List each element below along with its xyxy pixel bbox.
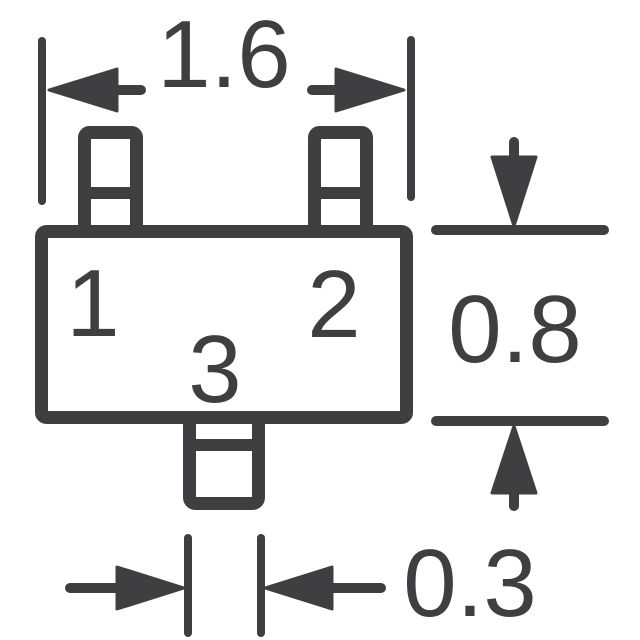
pin1-number-label: 1: [66, 250, 119, 357]
dim-width-label: 1.6: [157, 1, 290, 108]
dim-height-label: 0.8: [448, 276, 581, 383]
pin2-number-label: 2: [307, 251, 360, 358]
arrow-down-icon: [490, 155, 538, 228]
pin1-lead-outline: [78, 126, 143, 238]
pin3-lead-outline: [183, 411, 265, 510]
pin3-number-label: 3: [188, 316, 241, 423]
package-body-outline: [35, 225, 413, 424]
arrow-left-icon: [47, 67, 119, 113]
arrow-left-inward-icon: [263, 565, 334, 611]
arrow-up-icon: [490, 424, 538, 495]
pin2-lead-outline: [308, 126, 373, 238]
arrow-right-inward-icon: [115, 565, 186, 611]
arrow-right-icon: [334, 67, 406, 113]
dim-lead-width-label: 0.3: [403, 530, 536, 637]
